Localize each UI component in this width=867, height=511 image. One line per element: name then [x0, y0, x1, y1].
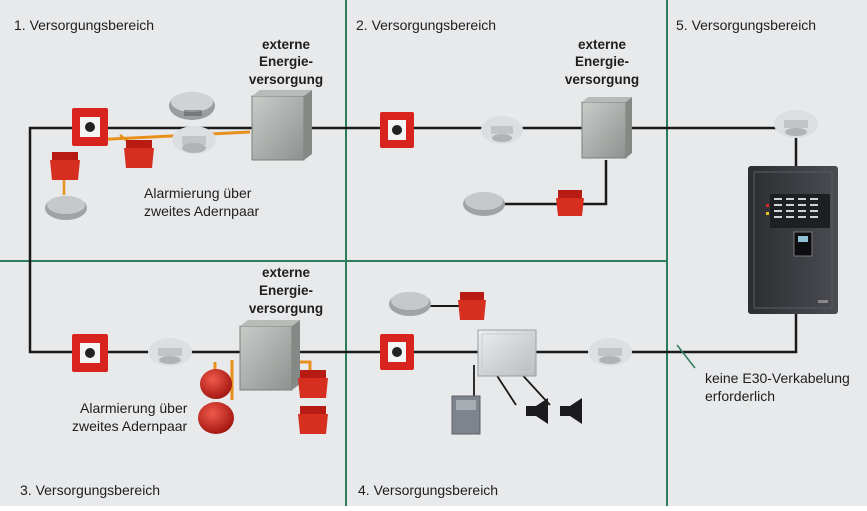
external-power-label-1: externe Energie- versorgung	[249, 37, 323, 87]
smoke-detector-icon	[774, 110, 818, 138]
power-supply-box-icon	[581, 97, 632, 159]
zone-title-1: 1. Versorgungsbereich	[14, 17, 154, 33]
fire-alarm-control-panel-icon	[748, 166, 838, 314]
loudspeaker-icon	[560, 398, 582, 424]
manual-call-point-icon	[72, 334, 108, 372]
svg-text:Alarmierung über: Alarmierung über	[80, 400, 188, 416]
svg-text:Alarmierung über: Alarmierung über	[144, 185, 252, 201]
zone-title-5: 5. Versorgungsbereich	[676, 17, 816, 33]
svg-text:zweites Adernpaar: zweites Adernpaar	[144, 203, 260, 219]
svg-text:externe: externe	[578, 37, 627, 52]
branch-line-zone2	[488, 160, 608, 206]
svg-text:Energie-: Energie-	[575, 54, 629, 69]
zone-title-2: 2. Versorgungsbereich	[356, 17, 496, 33]
sounder-icon	[298, 370, 328, 398]
smoke-detector-icon	[389, 292, 431, 316]
svg-text:externe: externe	[262, 37, 311, 52]
smoke-detector-icon	[148, 338, 192, 366]
external-power-label-2: externe Energie- versorgung	[565, 37, 639, 87]
svg-text:zweites Adernpaar: zweites Adernpaar	[72, 418, 188, 434]
power-supply-box-icon	[251, 90, 312, 161]
svg-text:erforderlich: erforderlich	[705, 388, 775, 404]
external-power-label-3: externe Energie- versorgung	[249, 265, 323, 316]
alarm-note-zone3: Alarmierung über zweites Adernpaar	[72, 400, 188, 434]
alarm-note-zone1: Alarmierung über zweites Adernpaar	[144, 185, 260, 219]
smoke-detector-icon	[169, 92, 215, 120]
smoke-detector-icon	[45, 196, 87, 220]
sounder-icon	[124, 140, 154, 168]
power-supply-box-icon	[239, 320, 300, 391]
manual-call-point-icon	[380, 334, 414, 370]
note-pointer-line	[676, 344, 696, 369]
sounder-icon	[50, 152, 80, 180]
loudspeaker-icon	[526, 398, 548, 424]
power-supply-box-icon	[477, 329, 537, 377]
svg-text:Energie-: Energie-	[259, 283, 313, 298]
cabling-note: keine E30-Verkabelung erforderlich	[705, 370, 850, 404]
alarm-line-zone1	[91, 130, 251, 142]
manual-call-point-icon	[380, 112, 414, 148]
zone-title-3: 3. Versorgungsbereich	[20, 482, 160, 498]
smoke-detector-icon	[172, 126, 216, 154]
svg-text:Energie-: Energie-	[259, 54, 313, 69]
smoke-detector-icon	[588, 338, 632, 366]
svg-text:versorgung: versorgung	[565, 72, 639, 87]
sounder-beacon-icon	[200, 369, 232, 399]
sounder-icon	[298, 406, 328, 434]
smoke-detector-icon	[463, 192, 505, 216]
svg-text:versorgung: versorgung	[249, 301, 323, 316]
sounder-beacon-icon	[198, 402, 234, 434]
smoke-detector-icon	[481, 116, 523, 144]
svg-text:externe: externe	[262, 265, 311, 280]
zone-title-4: 4. Versorgungsbereich	[358, 482, 498, 498]
sounder-icon	[556, 190, 584, 216]
sounder-icon	[458, 292, 486, 320]
svg-text:keine E30-Verkabelung: keine E30-Verkabelung	[705, 370, 850, 386]
voice-alarm-module-icon	[451, 395, 481, 435]
svg-text:versorgung: versorgung	[249, 72, 323, 87]
manual-call-point-icon	[72, 108, 108, 146]
